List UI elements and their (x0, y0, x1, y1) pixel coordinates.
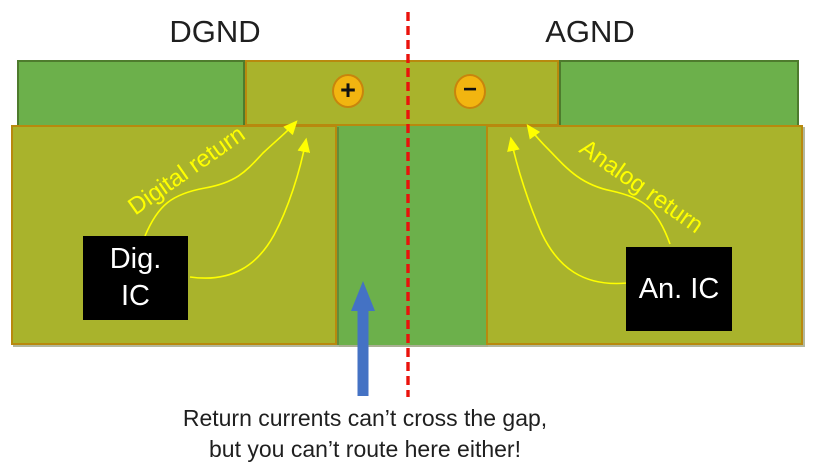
digital-ic-label-line2: IC (121, 280, 150, 312)
caption-line2: but you can’t route here either! (209, 436, 521, 462)
positive-terminal-icon: + (332, 74, 364, 108)
digital-ic-label-line1: Dig. (109, 243, 162, 275)
analog-ic-label: An. IC (638, 272, 720, 305)
caption-line1: Return currents can’t cross the gap, (182, 405, 548, 431)
top-right-plane-rect (559, 60, 799, 125)
plane-gap-channel (337, 124, 486, 345)
digital-ic-box: Dig. IC (83, 236, 188, 320)
analog-ic-box: An. IC (626, 247, 732, 331)
agnd-title: AGND (545, 14, 635, 49)
top-left-plane-rect (17, 60, 245, 125)
negative-terminal-icon: − (454, 74, 486, 109)
supply-terminal-strip (245, 60, 559, 126)
caption: Return currents can’t cross the gap, but… (153, 403, 577, 465)
plus-glyph: + (340, 74, 356, 105)
minus-glyph: − (462, 76, 477, 103)
dgnd-title: DGND (169, 14, 261, 49)
